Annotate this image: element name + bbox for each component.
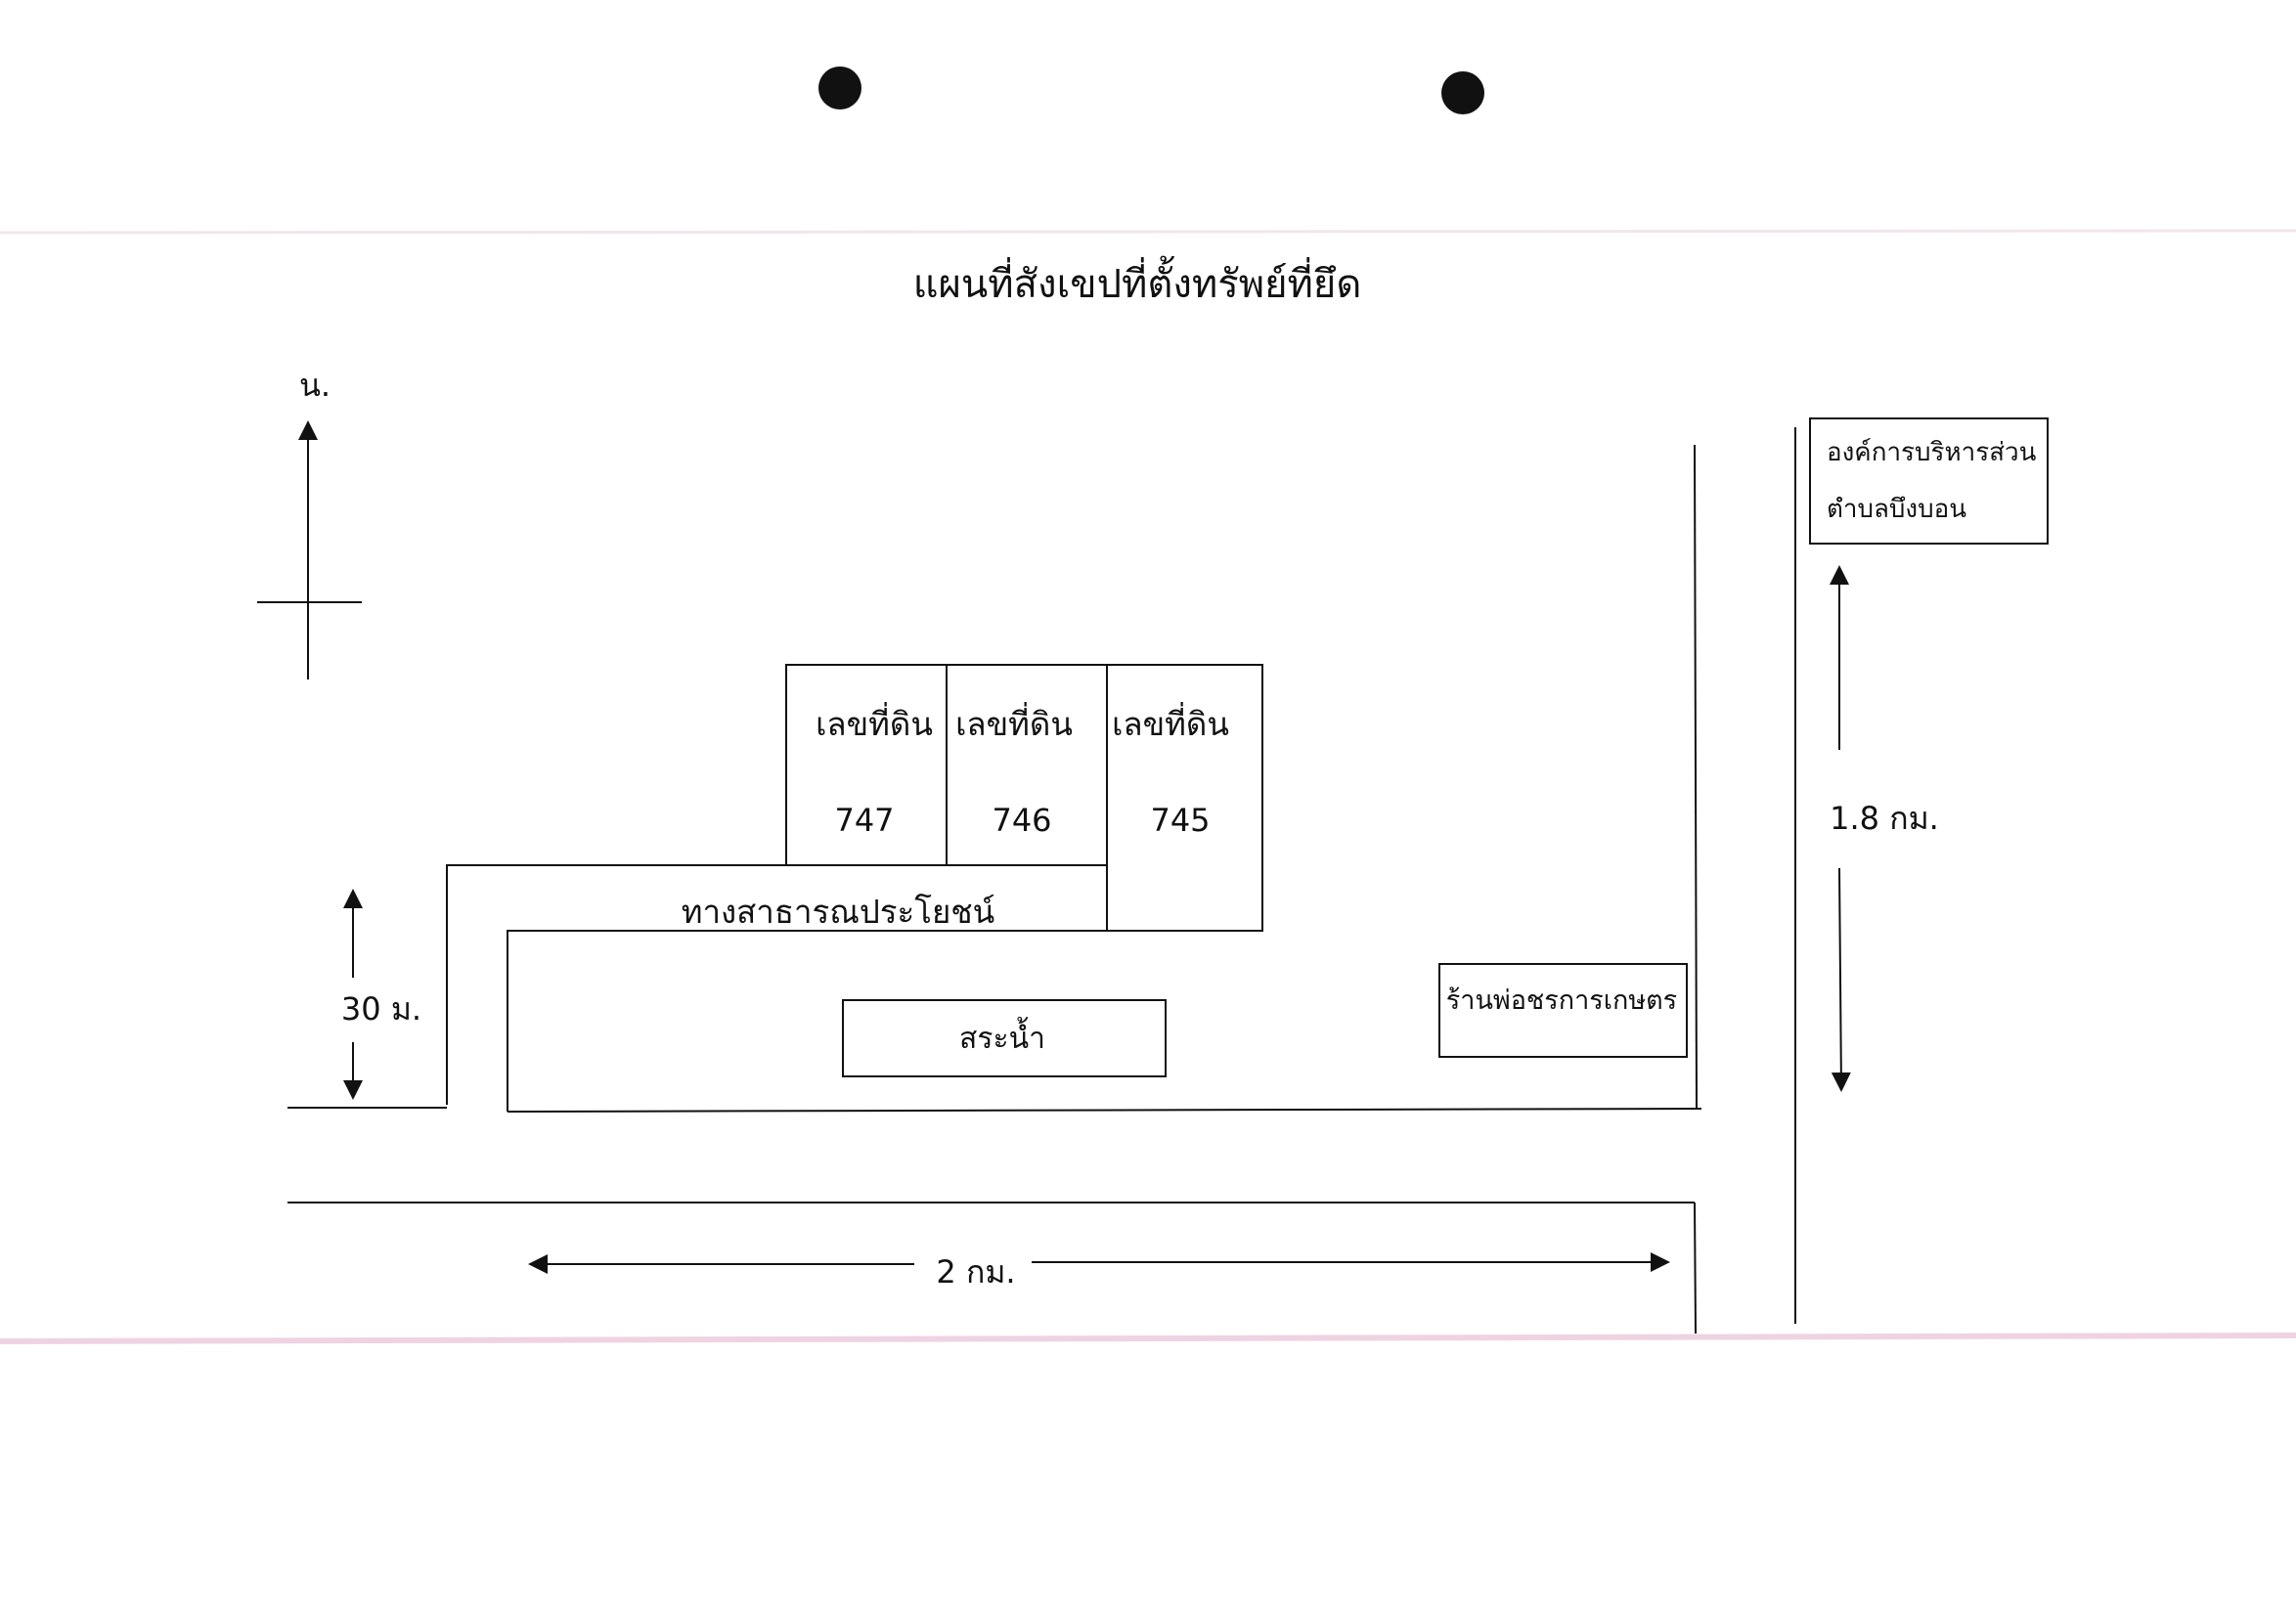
main-road <box>287 427 1796 1335</box>
organization-label-line2: ตำบลบึงบอน <box>1827 495 1966 524</box>
shop-label: ร้านพ่อชรการเกษตร <box>1446 985 1677 1016</box>
shop: ร้านพ่อชรการเกษตร <box>1438 963 1688 1058</box>
public-way: ทางสาธารณประโยชน์ <box>446 864 1262 1112</box>
side-road-left-edge-lower <box>1694 1202 1697 1335</box>
pond-box <box>842 999 1167 1077</box>
parcel-745-number: 745 <box>1150 802 1210 839</box>
public-way-outer-edge <box>446 864 1107 1105</box>
public-way-label: ทางสาธารณประโยชน์ <box>682 893 995 931</box>
map-title: แผนที่สังเขปที่ตั้งทรัพย์ที่ยึด <box>913 255 1362 307</box>
organization: องค์การบริหารส่วน ตำบลบึงบอน <box>1809 417 2049 545</box>
pond: สระน้ำ <box>842 999 1167 1077</box>
distance-1-8km-label: 1.8 กม. <box>1830 800 1939 837</box>
side-road-left-edge-upper <box>1694 444 1698 1110</box>
distance-2km-label: 2 กม. <box>936 1253 1015 1291</box>
fold-line-top <box>0 229 2296 235</box>
parcel-745-label: เลขที่ดิน <box>1112 702 1229 743</box>
public-way-inner-edge <box>507 930 1262 1112</box>
road-upper-edge-right <box>507 1108 1702 1113</box>
distance-2km: 2 กม. <box>528 1252 1670 1291</box>
punch-hole-left <box>818 66 861 109</box>
organization-box <box>1809 417 2049 545</box>
organization-label-line1: องค์การบริหารส่วน <box>1827 438 2037 467</box>
fold-line-bottom <box>0 1333 2296 1344</box>
parcel-746-label: เลขที่ดิน <box>955 702 1073 743</box>
distance-1-8km-arrow-down <box>1831 867 1851 1092</box>
land-parcels: เลขที่ดิน 747 เลขที่ดิน 746 เลขที่ดิน 74… <box>785 664 1263 932</box>
shop-box <box>1438 963 1688 1058</box>
punch-hole-right <box>1441 71 1484 114</box>
parcel-747-number: 747 <box>834 802 894 839</box>
north-arrow: น. <box>257 367 362 679</box>
distance-1-8km: 1.8 กม. <box>1830 565 1939 1092</box>
distance-30m: 30 ม. <box>341 889 421 1100</box>
distance-30m-label: 30 ม. <box>341 990 421 1028</box>
north-label: น. <box>299 367 331 404</box>
parcel-747-label: เลขที่ดิน <box>816 702 933 743</box>
pond-label: สระน้ำ <box>959 1017 1045 1056</box>
parcel-746-number: 746 <box>992 802 1051 839</box>
